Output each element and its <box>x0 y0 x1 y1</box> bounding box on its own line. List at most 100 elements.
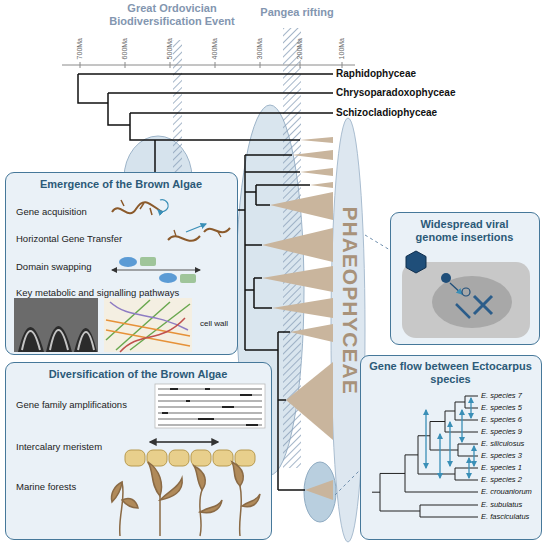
axis-tick-label: 500Ma <box>166 38 173 59</box>
species-label: E. species 2 <box>481 475 541 484</box>
seaweed-drawing <box>200 490 202 536</box>
species-label: E. siliculosus <box>481 439 541 448</box>
collapsed-clade <box>300 137 333 143</box>
axis-tick-label: 700Ma <box>76 38 83 59</box>
axis-tick-label: 400Ma <box>211 38 218 59</box>
seaweed-drawing <box>240 486 242 536</box>
image-label: cell wall <box>200 319 236 329</box>
collapsed-clade <box>286 362 333 440</box>
cell-wall-drawing <box>104 298 192 352</box>
seaweed-drawing <box>120 482 123 536</box>
time-axis <box>62 65 355 66</box>
seaweed-drawing <box>159 496 161 536</box>
seaweed-drawing <box>194 466 205 490</box>
collapsed-clade <box>262 137 333 500</box>
viral-insertion-drawing <box>456 304 470 318</box>
microscopy-image <box>14 298 98 352</box>
domain-swap-icon <box>159 273 177 283</box>
domain-swap-icon <box>112 257 200 283</box>
taxon-label: Raphidophyceae <box>336 68 476 80</box>
item-label: Marine forests <box>16 481 106 492</box>
microscopy-image <box>50 330 68 350</box>
meristem-drawing <box>191 450 211 466</box>
species-label: E. species 7 <box>481 391 541 400</box>
gene-transfer-icon <box>168 236 200 241</box>
meristem-drawing <box>235 450 255 466</box>
gene-family-heatmap <box>158 418 262 420</box>
axis-tick-label: 100Ma <box>338 38 345 59</box>
time-axis <box>62 62 355 68</box>
collapsed-clade <box>262 266 333 292</box>
clade-label: PHAEOPHYCEAE <box>337 201 362 401</box>
time-axis <box>215 62 216 68</box>
gene-transfer-icon <box>186 224 206 232</box>
viral-insertion-drawing <box>474 296 492 314</box>
ectocarpus-tree <box>372 396 478 517</box>
species-label: E. species 1 <box>481 463 541 472</box>
taxon-label: Schizocladiophyceae <box>336 107 476 119</box>
gene-flow-arrow <box>426 398 474 478</box>
seaweed-drawing <box>148 462 162 496</box>
gene-flow-arrow <box>473 446 474 466</box>
gene-flow-arrow <box>425 410 426 468</box>
leader-line <box>335 470 360 495</box>
microscopy-image <box>46 326 72 352</box>
viral-insertion-drawing <box>441 273 451 283</box>
gene-acquisition-icon <box>112 202 162 213</box>
collapsed-clade <box>300 168 333 176</box>
item-label: Horizontal Gene Transfer <box>16 233 166 244</box>
microscopy-image <box>78 332 94 350</box>
viral-insertion-drawing <box>402 251 530 338</box>
box-heading: Diversification of the Brown Algae <box>6 368 270 381</box>
collapsed-clade <box>270 192 333 220</box>
gene-family-heatmap <box>198 418 214 420</box>
diversification-box: Diversification of the Brown AlgaeGene f… <box>5 362 272 540</box>
gene-family-heatmap <box>240 394 252 396</box>
box-heading: Emergence of the Brown Algae <box>6 178 236 191</box>
domain-swap-icon <box>112 269 200 270</box>
emergence-box: Emergence of the Brown AlgaeGene acquisi… <box>5 172 238 355</box>
seaweed-drawing <box>111 482 122 502</box>
viral-insertion-drawing <box>450 283 462 294</box>
time-axis <box>300 62 301 68</box>
box-heading: Gene flow between Ectocarpus species <box>369 360 532 386</box>
seaweed-drawing <box>200 500 222 513</box>
gene-family-heatmap <box>158 394 262 396</box>
collapsed-clade <box>310 182 333 188</box>
leader-line <box>365 235 390 250</box>
viral-insertion-drawing <box>402 262 530 338</box>
gene-flow-arrow <box>468 458 469 478</box>
viral-insertion-drawing <box>406 251 426 273</box>
cell-wall-drawing <box>106 300 190 350</box>
item-label: Gene family amplifications <box>16 399 156 410</box>
cell-wall-drawing <box>110 302 188 330</box>
gene-family-heatmap <box>158 388 262 390</box>
gene-acquisition-icon <box>121 200 152 215</box>
gene-flow-arrow <box>461 410 462 442</box>
meristem-drawing <box>147 450 167 466</box>
gene-acquisition-icon <box>158 200 168 212</box>
collapsed-clade <box>305 480 333 500</box>
meristem-drawing <box>125 442 255 466</box>
gene-family-heatmap <box>158 406 262 408</box>
gene-family-heatmap <box>158 400 262 402</box>
gene-family-heatmap <box>155 384 265 428</box>
species-label: E. subulatus <box>481 500 541 509</box>
viral-box: Widespread viral genome insertions <box>390 212 540 345</box>
time-axis <box>342 62 343 68</box>
gene-family-heatmap <box>158 424 262 426</box>
species-label: E. fasciculatus <box>481 512 541 521</box>
item-label: Gene acquisition <box>16 206 136 217</box>
gene-family-heatmap <box>246 424 258 426</box>
seaweed-drawing <box>160 478 182 500</box>
taxon-label: Chrysoparadoxophyceae <box>336 87 476 99</box>
axis-tick-label: 200Ma <box>296 38 303 59</box>
domain-swap-icon <box>180 274 196 283</box>
gene-family-heatmap <box>170 388 178 390</box>
collapsed-clade <box>292 150 333 160</box>
microscopy-image <box>18 327 44 352</box>
gene-family-heatmap <box>222 406 234 408</box>
